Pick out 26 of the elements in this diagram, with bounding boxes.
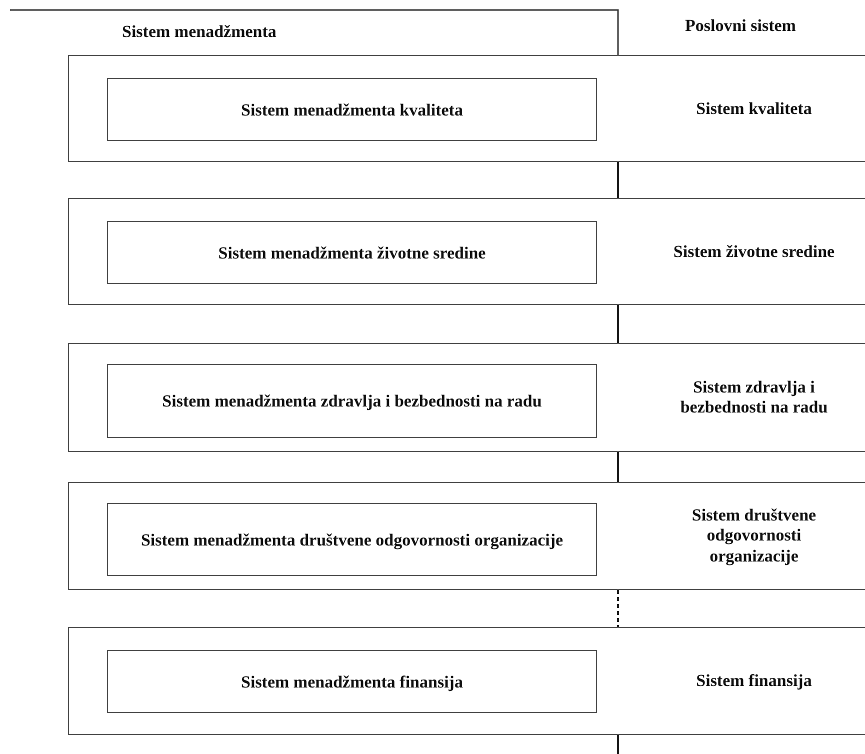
management-box bbox=[107, 650, 597, 713]
box-label: Sistem menadžmenta životne sredine bbox=[217, 242, 487, 264]
system-label: Sistem zdravlja i bezbednosti na radu bbox=[679, 377, 829, 418]
system-label: Sistem društvene odgovornosti organizacije bbox=[690, 505, 818, 567]
connector-line bbox=[617, 590, 619, 627]
connector-line bbox=[617, 452, 619, 482]
management-box bbox=[107, 503, 597, 576]
management-box bbox=[107, 364, 597, 438]
system-panel bbox=[68, 627, 865, 735]
box-label: Sistem menadžmenta zdravlja i bezbednosti na radu bbox=[161, 390, 543, 412]
box-label: Sistem menadžmenta finansija bbox=[240, 670, 464, 692]
column-heading: Poslovni sistem bbox=[685, 16, 796, 36]
system-panel bbox=[68, 482, 865, 590]
system-label: Sistem kvaliteta bbox=[695, 98, 813, 119]
system-panel bbox=[68, 198, 865, 305]
connector-line bbox=[617, 162, 619, 198]
connector-line bbox=[617, 305, 619, 343]
column-heading: Sistem menadžmenta bbox=[122, 22, 276, 42]
management-box bbox=[107, 221, 597, 284]
system-panel bbox=[68, 343, 865, 452]
management-box bbox=[107, 78, 597, 141]
system-label: Sistem životne sredine bbox=[672, 241, 836, 262]
system-label: Sistem finansija bbox=[695, 670, 813, 692]
system-panel bbox=[68, 55, 865, 162]
box-label: Sistem menadžmenta kvaliteta bbox=[240, 98, 464, 120]
box-label: Sistem menadžmenta društvene odgovornosti organizacije bbox=[140, 528, 564, 550]
